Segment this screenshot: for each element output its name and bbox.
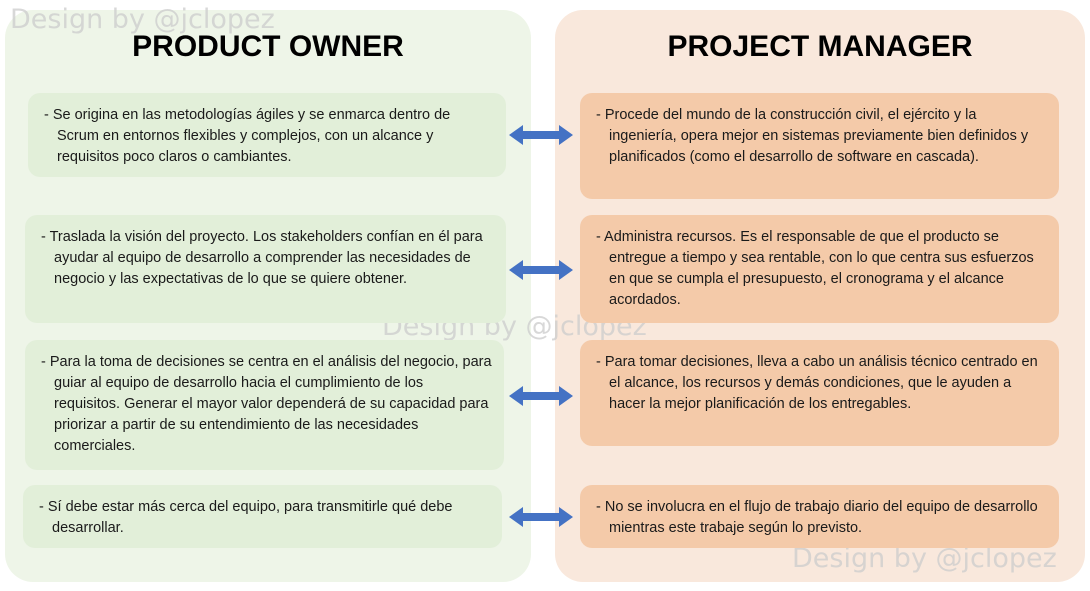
po-card-4-text: - Sí debe estar más cerca del equipo, pa… bbox=[39, 499, 453, 536]
pm-card-2-text: - Administra recursos. Es el responsable… bbox=[596, 229, 1034, 308]
po-card-4: - Sí debe estar más cerca del equipo, pa… bbox=[23, 485, 502, 548]
po-card-3-text: - Para la toma de decisiones se centra e… bbox=[41, 354, 492, 454]
pm-card-1-text: - Procede del mundo de la construcción c… bbox=[596, 107, 1029, 165]
watermark-top-left: Design by @jclopez bbox=[10, 4, 275, 35]
double-arrow-icon bbox=[509, 507, 573, 527]
po-card-1: - Se origina en las metodologías ágiles … bbox=[28, 93, 506, 177]
double-arrow-icon bbox=[509, 125, 573, 145]
po-card-2-text: - Traslada la visión del proyecto. Los s… bbox=[41, 229, 483, 287]
pm-card-3: - Para tomar decisiones, lleva a cabo un… bbox=[580, 340, 1059, 446]
pm-card-4-text: - No se involucra en el flujo de trabajo… bbox=[596, 499, 1038, 536]
po-card-3: - Para la toma de decisiones se centra e… bbox=[25, 340, 504, 470]
project-manager-title: PROJECT MANAGER bbox=[667, 30, 973, 63]
pm-card-2: - Administra recursos. Es el responsable… bbox=[580, 215, 1059, 323]
po-card-1-text: - Se origina en las metodologías ágiles … bbox=[44, 107, 451, 165]
product-owner-title: PRODUCT OWNER bbox=[132, 30, 404, 63]
po-card-2: - Traslada la visión del proyecto. Los s… bbox=[25, 215, 506, 323]
double-arrow-icon bbox=[509, 386, 573, 406]
pm-card-4: - No se involucra en el flujo de trabajo… bbox=[580, 485, 1059, 548]
pm-card-1: - Procede del mundo de la construcción c… bbox=[580, 93, 1059, 199]
watermark-bottom-right: Design by @jclopez bbox=[792, 543, 1057, 574]
double-arrow-icon bbox=[509, 260, 573, 280]
pm-card-3-text: - Para tomar decisiones, lleva a cabo un… bbox=[596, 354, 1038, 412]
